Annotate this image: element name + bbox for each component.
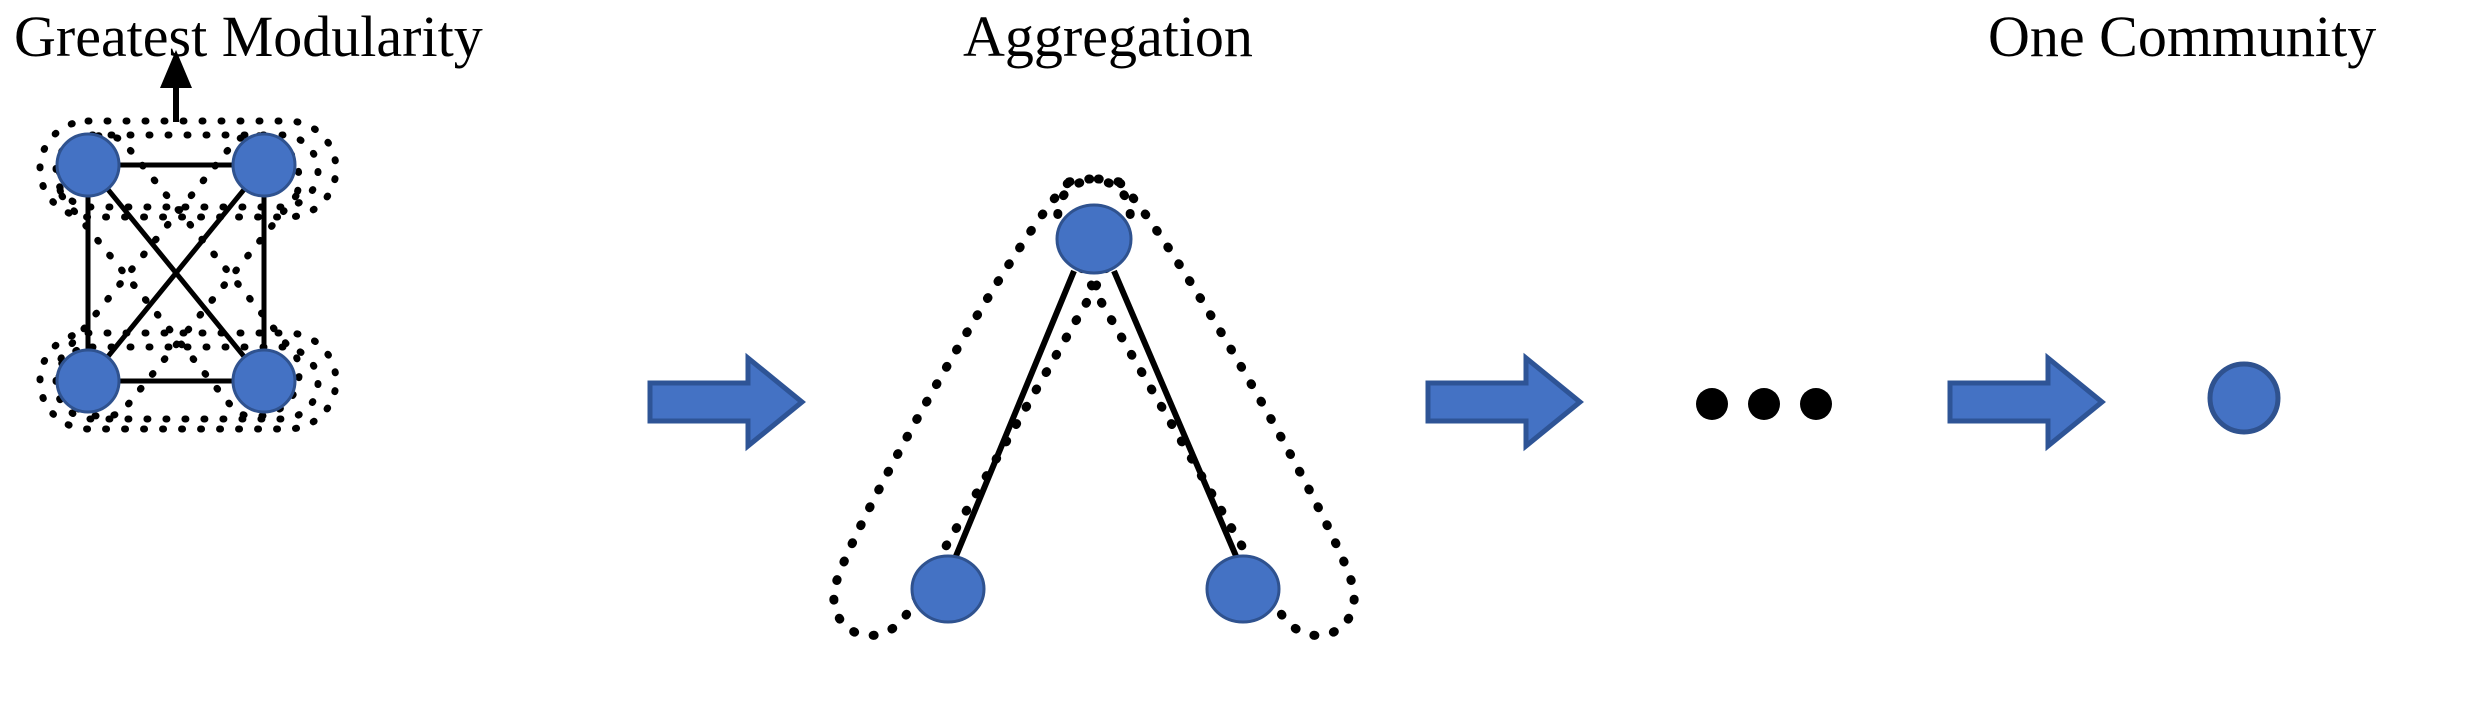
callout-arrow-head	[160, 50, 192, 88]
ellipsis-dot-1	[1696, 388, 1728, 420]
label-one-community: One Community	[1988, 4, 2377, 69]
label-greatest-modularity: Greatest Modularity	[14, 4, 483, 69]
label-aggregation: Aggregation	[963, 4, 1253, 69]
node-bottom-right[interactable]	[231, 348, 297, 414]
community-loop-left	[829, 174, 1135, 640]
node-aggregated-top[interactable]	[1055, 203, 1133, 275]
ellipsis-dots	[1696, 388, 1832, 420]
stage2-group	[829, 174, 1359, 640]
community-contour-top-outer	[36, 117, 340, 221]
community-loop-right	[1053, 174, 1359, 640]
node-bottom-left[interactable]	[55, 348, 121, 414]
block-arrow-right-2	[1425, 352, 1584, 452]
node-top-right[interactable]	[231, 132, 297, 198]
arrow-shape-2	[1425, 352, 1584, 452]
block-arrow-right-1	[647, 352, 806, 452]
arrow-shape-1	[647, 352, 806, 452]
community-contour-diag-a	[55, 132, 303, 420]
edge-a1-a2	[953, 269, 1077, 558]
stage1-nodes	[55, 132, 297, 414]
stage2-community-contours	[829, 174, 1359, 640]
node-final-community[interactable]	[2207, 361, 2281, 435]
stage2-edges	[953, 269, 1239, 558]
arrow-shape-3	[1947, 352, 2106, 452]
node-top-left[interactable]	[55, 132, 121, 198]
callout-upward-arrow	[160, 50, 192, 122]
edge-a1-a3	[1111, 269, 1239, 558]
edge-n2-n3	[86, 163, 266, 383]
stage1-group	[36, 50, 340, 433]
stage2-nodes	[910, 203, 1281, 624]
community-contour-diag-b	[55, 132, 303, 420]
stage3-group	[2207, 361, 2281, 435]
block-arrow-right-3	[1947, 352, 2106, 452]
node-aggregated-bottom-right[interactable]	[1205, 554, 1281, 624]
ellipsis-dot-2	[1748, 388, 1780, 420]
community-contour-bottom-outer	[36, 329, 340, 433]
node-aggregated-bottom-left[interactable]	[910, 554, 986, 624]
ellipsis-dot-3	[1800, 388, 1832, 420]
